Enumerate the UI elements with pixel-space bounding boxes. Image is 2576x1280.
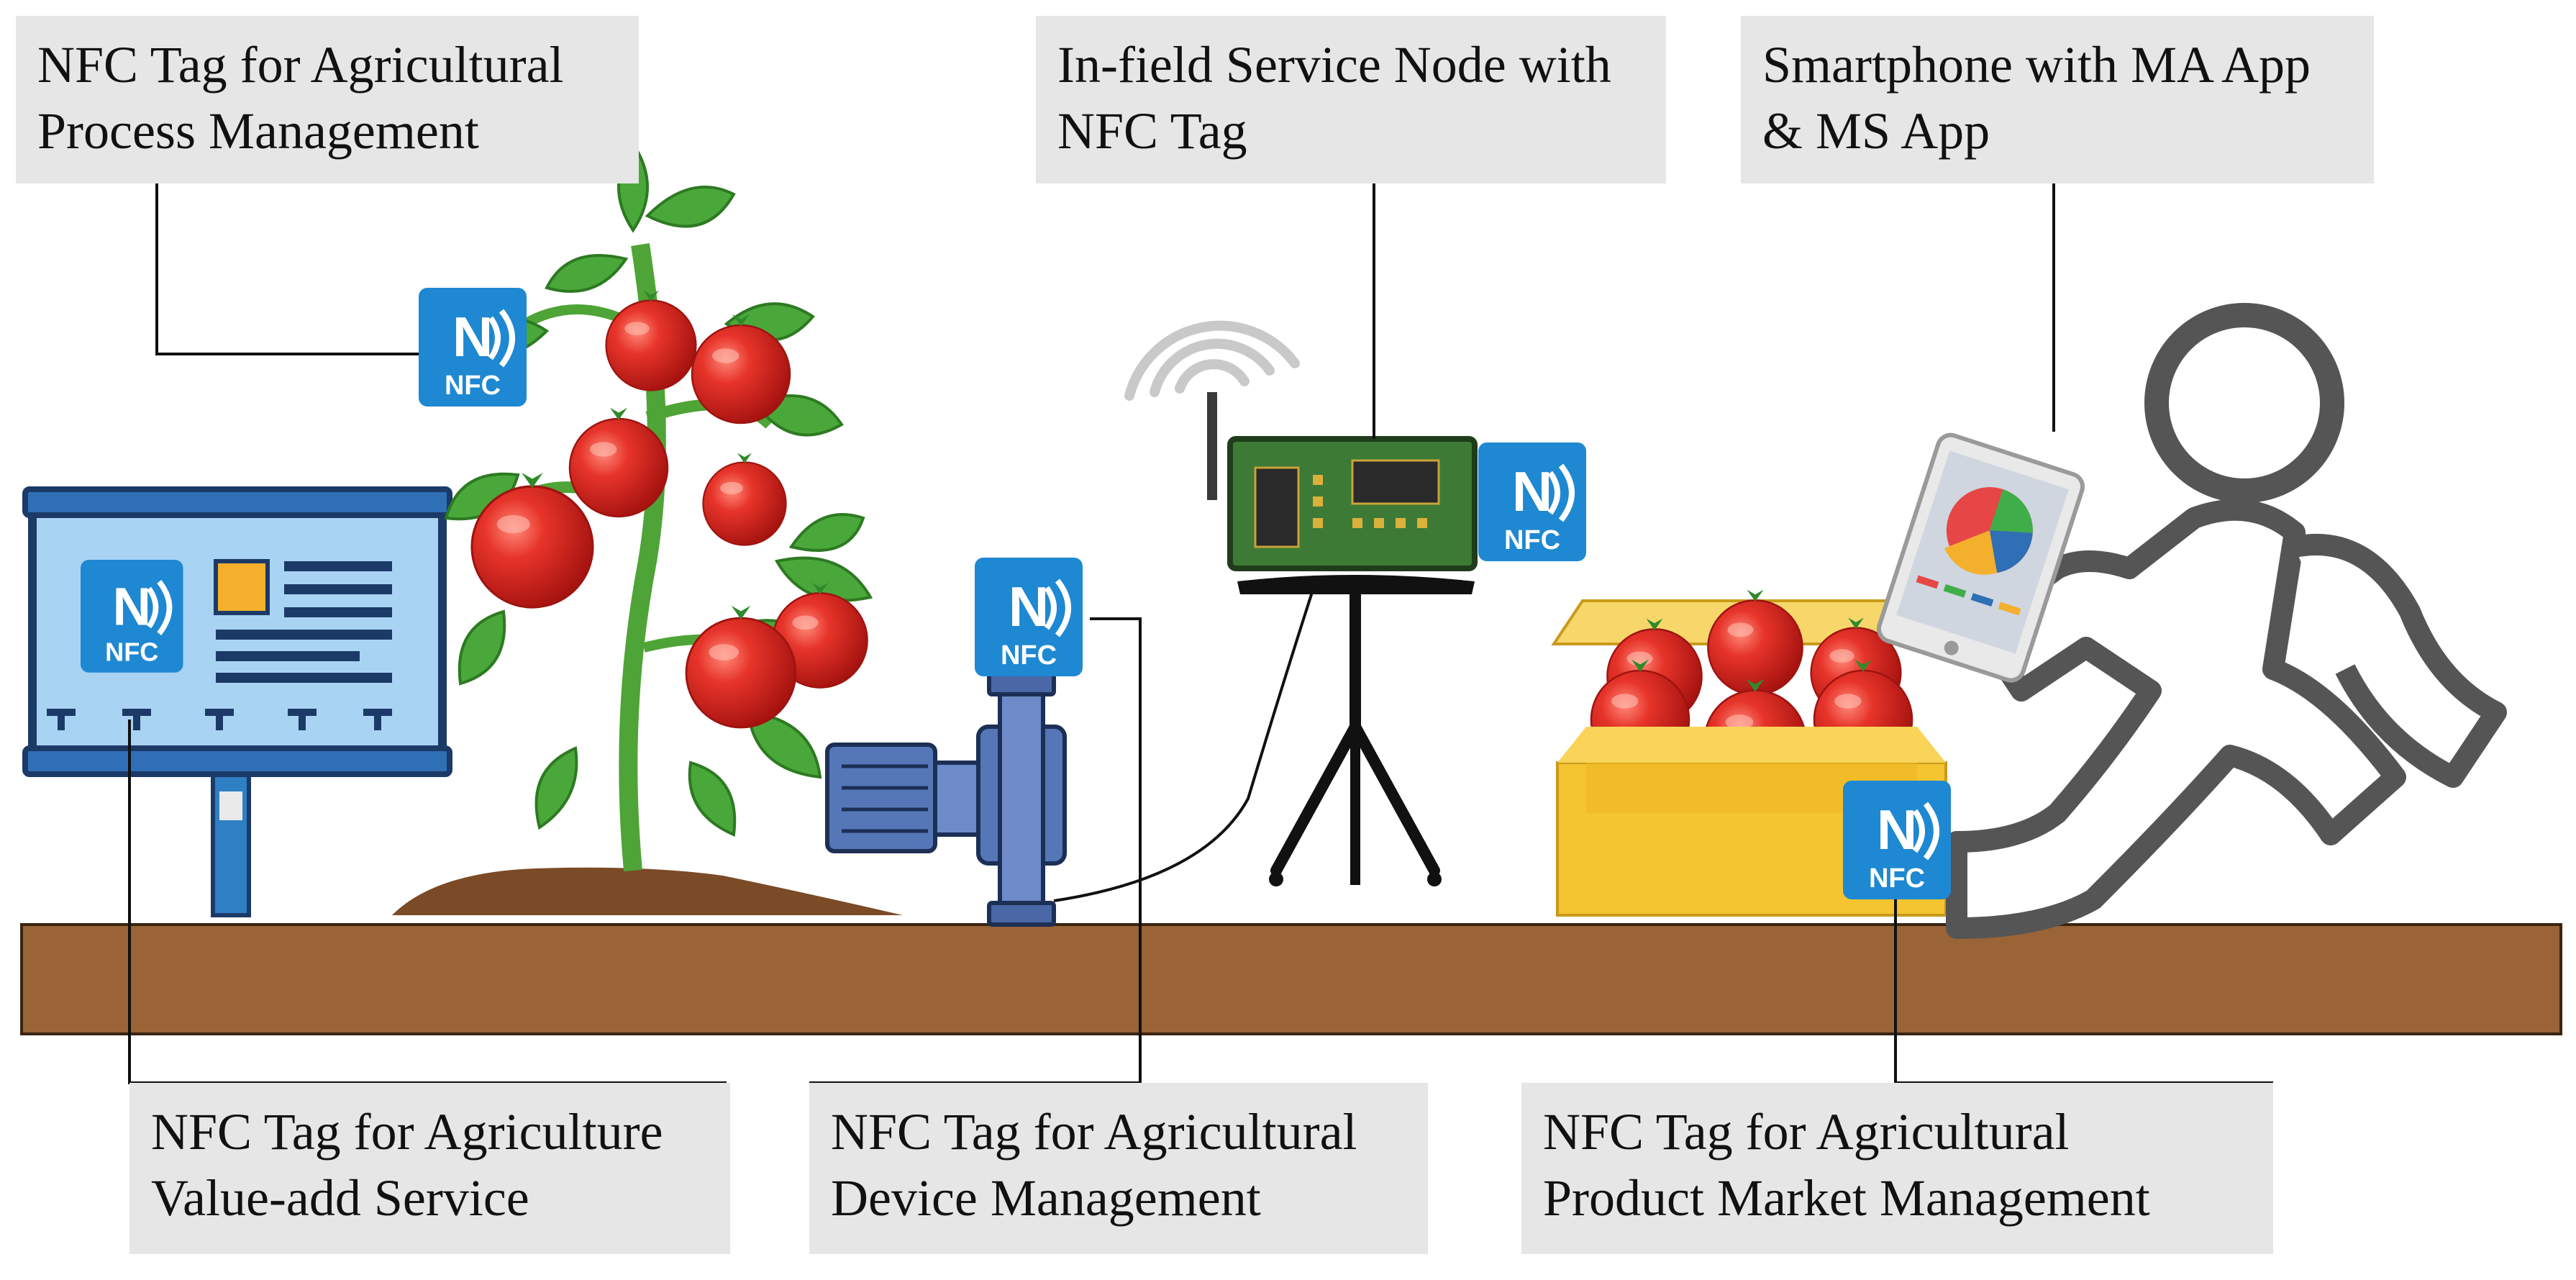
callout-line: Device Management	[831, 1169, 1261, 1227]
callout-line: NFC Tag for Agricultural	[37, 36, 564, 94]
callout-line: Value-add Service	[151, 1169, 529, 1227]
leader-process	[155, 183, 419, 355]
node-cable	[1053, 589, 1314, 902]
nfc-tag-board	[81, 560, 183, 673]
nfc-tag-plant	[419, 288, 527, 407]
callout-process-management: NFC Tag for Agricultural Process Managem…	[16, 16, 639, 183]
callout-market-management: NFC Tag for Agricultural Product Market …	[1521, 1083, 2273, 1254]
callout-line: Process Management	[37, 102, 479, 160]
soil-ground	[20, 923, 2562, 1035]
callout-line: NFC Tag	[1057, 102, 1247, 160]
nfc-tag-node	[1478, 442, 1586, 561]
nfc-tag-crate	[1843, 781, 1951, 899]
callout-line: Smartphone with MA App	[1762, 36, 2311, 94]
callout-line: NFC Tag for Agricultural	[1543, 1103, 2070, 1161]
info-board-illustration	[22, 486, 452, 917]
callout-smartphone: Smartphone with MA App & MS App	[1741, 16, 2374, 183]
callout-line: NFC Tag for Agriculture	[151, 1103, 663, 1161]
callout-line: Product Market Management	[1543, 1169, 2150, 1227]
callout-line: NFC Tag for Agricultural	[831, 1103, 1357, 1161]
pump-illustration	[825, 671, 1067, 927]
callout-service-node: In-field Service Node with NFC Tag	[1036, 16, 1666, 183]
callout-device-management: NFC Tag for Agricultural Device Manageme…	[809, 1083, 1428, 1254]
callout-line: In-field Service Node with	[1057, 36, 1611, 94]
tomato-plant-illustration	[392, 141, 903, 915]
callout-line: & MS App	[1762, 102, 1990, 160]
nfc-tag-pump	[975, 558, 1083, 676]
runner-illustration	[1876, 303, 2507, 939]
callout-value-add-service: NFC Tag for Agriculture Value-add Servic…	[129, 1083, 730, 1254]
service-node-illustration	[1124, 320, 1478, 886]
